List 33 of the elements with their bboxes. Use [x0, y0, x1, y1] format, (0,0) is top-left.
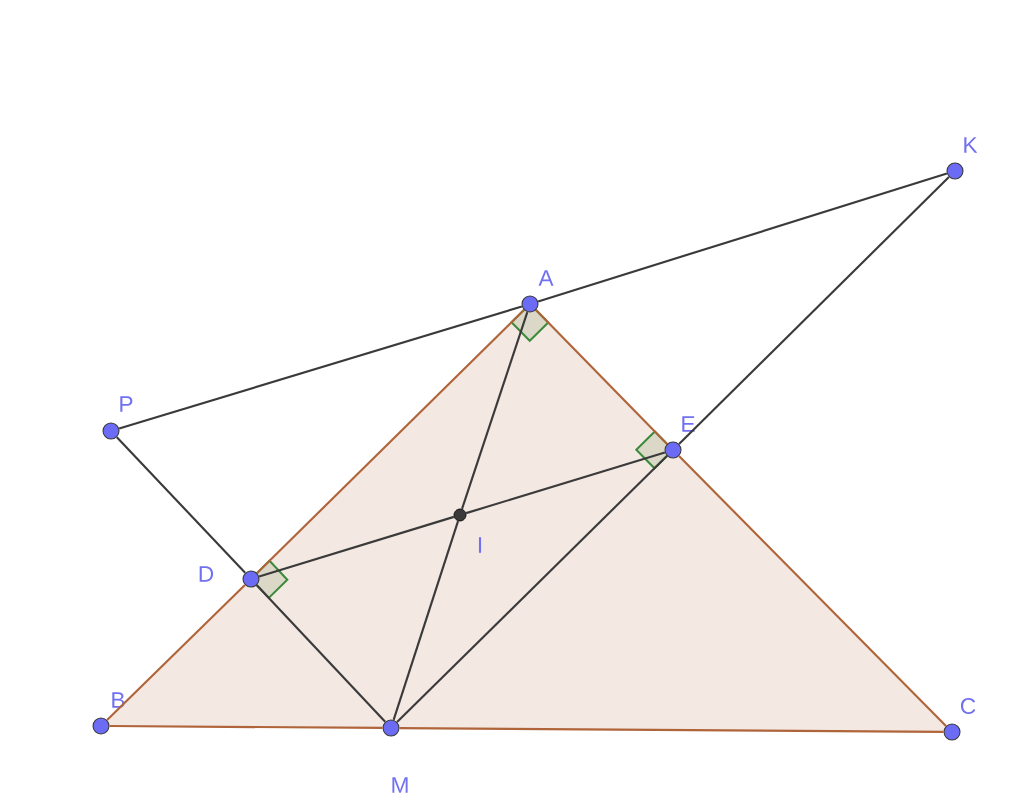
line-segment	[678, 455, 947, 727]
line-segment	[535, 309, 668, 445]
point	[664, 441, 682, 459]
point-label: C	[961, 697, 976, 715]
line-segment	[106, 584, 246, 721]
line-segment	[465, 451, 666, 515]
point-label: D	[199, 566, 214, 582]
point-label: A	[538, 270, 554, 286]
point	[453, 508, 467, 522]
line-segment	[256, 584, 386, 723]
point	[946, 162, 964, 180]
point-label: M	[392, 777, 408, 793]
line-segment	[109, 725, 383, 729]
line-segment	[678, 176, 950, 445]
point	[382, 719, 400, 737]
point	[943, 723, 961, 741]
point-label: I	[478, 537, 482, 553]
line-segment	[256, 309, 525, 574]
point-label: K	[964, 137, 978, 153]
line-segment	[392, 520, 460, 721]
line-segment	[396, 455, 668, 723]
point	[242, 570, 260, 588]
point	[102, 422, 120, 440]
line-segment	[537, 172, 948, 303]
point-label: P	[120, 396, 133, 412]
line-segment	[116, 436, 246, 574]
line-segment	[258, 515, 455, 578]
point-label: E	[682, 416, 695, 432]
point	[92, 717, 110, 735]
line-segment	[399, 727, 944, 733]
point	[521, 295, 539, 313]
line-segment	[118, 305, 523, 430]
line-segment	[461, 311, 529, 510]
